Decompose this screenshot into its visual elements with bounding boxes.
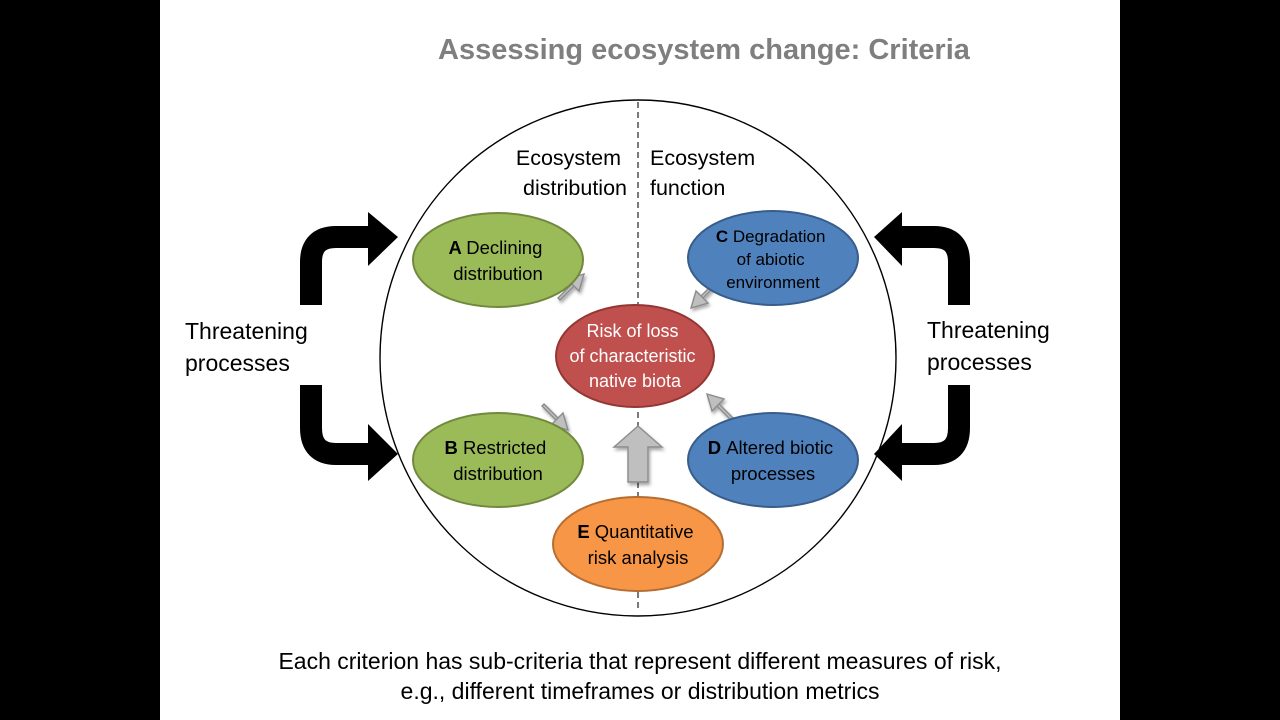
ecosystem-circle bbox=[379, 99, 897, 617]
right-bottom-curved-arrow bbox=[874, 385, 970, 481]
section-function-line-1: Ecosystem bbox=[650, 146, 755, 170]
threat-left-label: Threatening processes bbox=[185, 318, 314, 376]
criterion-c-node: C Degradation of abiotic environment bbox=[687, 210, 859, 306]
threat-left-line-1: Threatening bbox=[185, 318, 308, 344]
center-risk-line-3: native biota bbox=[589, 371, 682, 391]
criterion-c-line-1: C Degradation bbox=[716, 227, 830, 246]
criterion-e-node: E Quantitative risk analysis bbox=[552, 496, 724, 592]
criterion-c-text-1: Degradation bbox=[733, 227, 826, 246]
criterion-a-node: A Declining distribution bbox=[412, 212, 584, 308]
criterion-d-line-2: processes bbox=[731, 463, 815, 484]
criterion-b-line-2: distribution bbox=[453, 463, 542, 484]
criterion-e-line-2: risk analysis bbox=[588, 547, 689, 568]
criterion-d-letter: D bbox=[708, 437, 727, 458]
criteria-diagram: Ecosystem distribution Ecosystem functio… bbox=[185, 99, 1056, 617]
arrow-e-to-center bbox=[612, 425, 664, 483]
criterion-c-line-3: environment bbox=[726, 273, 820, 292]
section-function-line-2: function bbox=[650, 176, 725, 200]
criterion-e-text-1: Quantitative bbox=[595, 521, 694, 542]
criterion-d-text-1: Altered biotic bbox=[726, 437, 833, 458]
criterion-b-label: B Restricted distribution bbox=[445, 437, 552, 484]
criterion-e-letter: E bbox=[577, 521, 594, 542]
center-risk-node: Risk of loss of characteristic native bi… bbox=[555, 304, 715, 408]
criterion-d-line-1: D Altered biotic bbox=[708, 437, 839, 458]
caption-line-2: e.g., different timeframes or distributi… bbox=[400, 678, 880, 704]
criterion-d-node: D Altered biotic processes bbox=[687, 412, 859, 508]
slide-caption: Each criterion has sub-criteria that rep… bbox=[180, 646, 1100, 706]
center-risk-label: Risk of loss of characteristic native bi… bbox=[569, 321, 700, 391]
criterion-b-line-1: B Restricted bbox=[445, 437, 552, 458]
criterion-a-ellipse bbox=[412, 212, 584, 308]
caption-line-1: Each criterion has sub-criteria that rep… bbox=[278, 648, 1002, 674]
criterion-b-node: B Restricted distribution bbox=[412, 412, 584, 508]
criterion-c-line-2: of abiotic bbox=[737, 250, 806, 269]
criterion-c-label: C Degradation of abiotic environment bbox=[716, 227, 830, 292]
criterion-d-ellipse bbox=[687, 412, 859, 508]
center-risk-ellipse bbox=[555, 304, 715, 408]
criterion-b-text-1: Restricted bbox=[463, 437, 546, 458]
criterion-a-text-1: Declining bbox=[466, 237, 542, 258]
center-risk-line-1: Risk of loss bbox=[586, 321, 678, 341]
slide-title: Assessing ecosystem change: Criteria bbox=[438, 34, 970, 66]
section-distribution-line-1: Ecosystem bbox=[516, 146, 621, 170]
slide: Assessing ecosystem change: Criteria Eco… bbox=[160, 0, 1120, 720]
criterion-a-line-2: distribution bbox=[453, 263, 542, 284]
criterion-c-ellipse bbox=[687, 210, 859, 306]
threat-right-label: Threatening processes bbox=[927, 317, 1056, 375]
criterion-e-ellipse bbox=[552, 496, 724, 592]
right-top-curved-arrow bbox=[874, 212, 970, 305]
left-top-curved-arrow bbox=[300, 212, 398, 305]
threat-left-line-2: processes bbox=[185, 350, 290, 376]
arrow-d-to-center bbox=[705, 392, 734, 421]
threat-right-line-2: processes bbox=[927, 349, 1032, 375]
criterion-e-label: E Quantitative risk analysis bbox=[577, 521, 698, 568]
criterion-b-ellipse bbox=[412, 412, 584, 508]
section-distribution-label: Ecosystem distribution bbox=[516, 146, 627, 200]
threat-right-line-1: Threatening bbox=[927, 317, 1050, 343]
criterion-a-line-1: A Declining bbox=[448, 237, 547, 258]
section-distribution-line-2: distribution bbox=[523, 176, 627, 200]
section-function-label: Ecosystem function bbox=[650, 146, 761, 200]
criterion-c-letter: C bbox=[716, 227, 733, 246]
left-bottom-curved-arrow bbox=[300, 385, 398, 481]
criterion-b-letter: B bbox=[445, 437, 464, 458]
arrow-b-to-center bbox=[541, 403, 570, 432]
center-risk-line-2: of characteristic bbox=[569, 346, 695, 366]
criterion-a-letter: A bbox=[448, 237, 466, 258]
criterion-a-label: A Declining distribution bbox=[448, 237, 547, 284]
criterion-e-line-1: E Quantitative bbox=[577, 521, 698, 542]
criterion-d-label: D Altered biotic processes bbox=[708, 437, 839, 484]
